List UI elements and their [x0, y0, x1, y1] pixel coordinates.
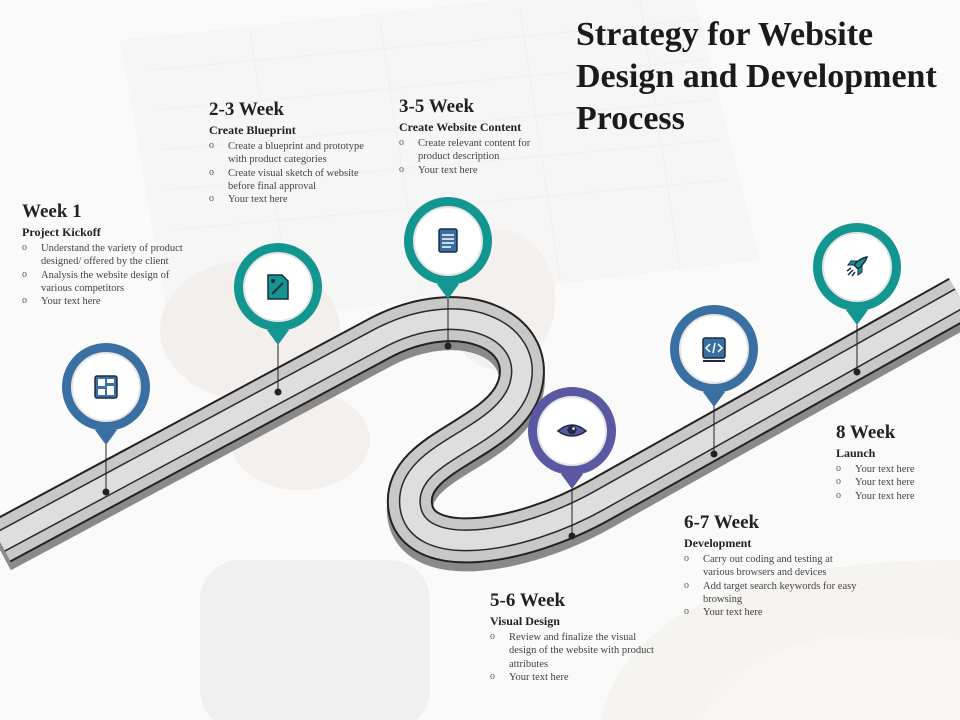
bullet-item: Understand the variety of product design…	[22, 241, 192, 269]
pin-pointer	[437, 284, 459, 299]
stage-subtitle: Create Blueprint	[209, 123, 296, 137]
bullet-item: Analysis the website design of various c…	[22, 268, 192, 296]
rocket-icon	[846, 256, 869, 277]
stage-subtitle: Project Kickoff	[22, 225, 101, 239]
stage-bullets: Review and finalize the visual design of…	[490, 630, 660, 684]
stage-week-8: 8 Week Launch Your text here Your text h…	[836, 421, 946, 503]
stage-week-6-7: 6-7 Week Development Carry out coding an…	[684, 511, 864, 619]
bullet-item: Your text here	[836, 475, 946, 489]
stage-bullets: Create a blueprint and prototype with pr…	[209, 139, 384, 206]
bullet-item: Your text here	[490, 670, 660, 684]
milestone-pin-week-5-6[interactable]	[526, 386, 618, 541]
bullet-item: Your text here	[399, 163, 559, 177]
bullet-item: Create visual sketch of website before f…	[209, 166, 384, 194]
stage-subtitle: Development	[684, 536, 752, 550]
stage-week-label: 5-6 Week	[490, 590, 566, 611]
bullet-item: Your text here	[22, 294, 192, 308]
stage-week-label: 3-5 Week	[399, 96, 475, 117]
pin-pointer	[703, 392, 725, 407]
milestone-pin-week-3-5[interactable]	[402, 196, 494, 351]
bullet-item: Create a blueprint and prototype with pr…	[209, 139, 384, 167]
bullet-item: Add target search keywords for easy brow…	[684, 579, 864, 607]
stage-week-5-6: 5-6 Week Visual Design Review and finali…	[490, 589, 660, 684]
pin-pointer	[95, 430, 117, 445]
stage-week-label: 2-3 Week	[209, 99, 285, 120]
stage-bullets: Understand the variety of product design…	[22, 241, 192, 308]
milestone-pin-week-6-7[interactable]	[668, 304, 760, 459]
pin-pointer	[846, 310, 868, 325]
milestone-pin-week-2-3[interactable]	[232, 242, 324, 397]
bullet-item: Review and finalize the visual design of…	[490, 630, 660, 671]
code-window-icon	[702, 337, 726, 362]
stage-week-label: Week 1	[22, 201, 82, 222]
stage-week-2-3: 2-3 Week Create Blueprint Create a bluep…	[209, 98, 384, 206]
content-page-icon	[438, 228, 458, 253]
milestone-pin-week-8[interactable]	[811, 222, 903, 377]
stage-week-label: 6-7 Week	[684, 512, 760, 533]
bullet-item: Your text here	[836, 462, 946, 476]
bullet-item: Create relevant content for product desc…	[399, 136, 559, 164]
stage-bullets: Create relevant content for product desc…	[399, 136, 559, 177]
design-document-icon	[267, 274, 289, 300]
slide-title: Strategy for Website Design and Developm…	[576, 16, 937, 137]
stage-week-3-5: 3-5 Week Create Website Content Create r…	[399, 95, 559, 177]
stage-week-1: Week 1 Project Kickoff Understand the va…	[22, 200, 192, 308]
stage-week-label: 8 Week	[836, 422, 896, 443]
bullet-item: Your text here	[684, 605, 864, 619]
eye-icon	[556, 424, 588, 437]
stage-subtitle: Launch	[836, 446, 876, 460]
pin-pointer	[267, 330, 289, 345]
bullet-item: Your text here	[209, 192, 384, 206]
stage-subtitle: Create Website Content	[399, 120, 522, 134]
stage-subtitle: Visual Design	[490, 614, 560, 628]
pin-pointer	[561, 474, 583, 489]
bullet-item: Carry out coding and testing at various …	[684, 552, 864, 580]
stage-bullets: Carry out coding and testing at various …	[684, 552, 864, 619]
milestone-pin-week-1[interactable]	[60, 342, 152, 497]
dashboard-icon	[94, 375, 118, 399]
stage-bullets: Your text here Your text here Your text …	[836, 462, 946, 503]
bullet-item: Your text here	[836, 489, 946, 503]
